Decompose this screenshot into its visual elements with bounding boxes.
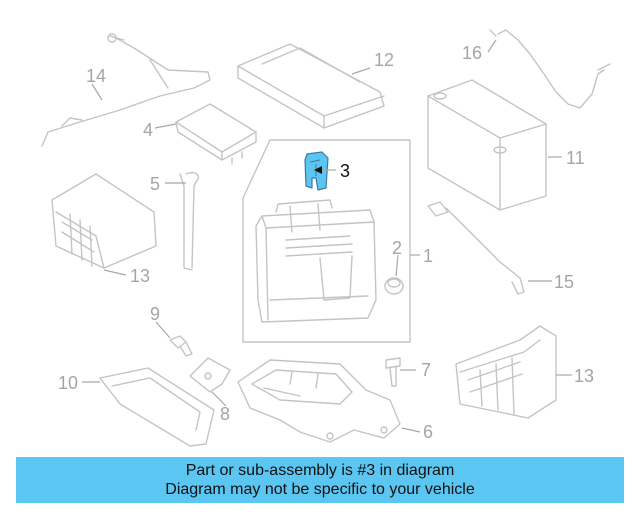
label-13-left: 13: [130, 266, 150, 286]
label-5: 5: [150, 174, 160, 194]
part-13-right-shell: [455, 325, 557, 419]
label-2: 2: [392, 238, 402, 258]
leader-lines: [82, 39, 572, 433]
label-7: 7: [421, 360, 431, 380]
part-13-left-shell: [51, 173, 157, 269]
info-banner: Part or sub-assembly is #3 in diagram Di…: [16, 457, 624, 503]
callout-labels: 1 2 3 4 5 6 7 8 9 10 11 12 13 13 14 15 1…: [58, 43, 594, 442]
part-16-cable: [489, 29, 611, 109]
label-8: 8: [220, 404, 230, 424]
part-7-bolt: [385, 357, 401, 387]
part-10-bracket: [99, 367, 215, 447]
part-15-strap: [427, 201, 525, 295]
part-12-cover: [237, 43, 385, 129]
parts-diagram: 1 2 3 4 5 6 7 8 9 10 11 12 13 13 14 15 1…: [41, 29, 611, 447]
banner-line-1: Part or sub-assembly is #3 in diagram: [185, 462, 455, 479]
label-6: 6: [423, 422, 433, 442]
part-6-tray: [237, 359, 401, 443]
part-4-fuse-block: [175, 103, 257, 165]
part-2-cap: [384, 277, 404, 295]
part-8-plate: [189, 357, 231, 393]
label-4: 4: [143, 120, 153, 140]
part-14-cable: [41, 33, 211, 147]
label-3: 3: [340, 161, 350, 181]
label-1: 1: [423, 246, 433, 266]
banner-line-2: Diagram may not be specific to your vehi…: [165, 481, 475, 498]
label-14: 14: [86, 66, 106, 86]
label-13-right: 13: [574, 366, 594, 386]
label-9: 9: [150, 304, 160, 324]
label-16: 16: [462, 43, 482, 63]
part-11-battery: [427, 79, 547, 211]
label-10: 10: [58, 373, 78, 393]
label-12: 12: [374, 50, 394, 70]
part-1-battery-group: [242, 139, 411, 343]
part-9-bolt: [169, 335, 193, 357]
label-15: 15: [554, 272, 574, 292]
part-5-tube: [179, 172, 200, 271]
label-11: 11: [566, 148, 585, 168]
